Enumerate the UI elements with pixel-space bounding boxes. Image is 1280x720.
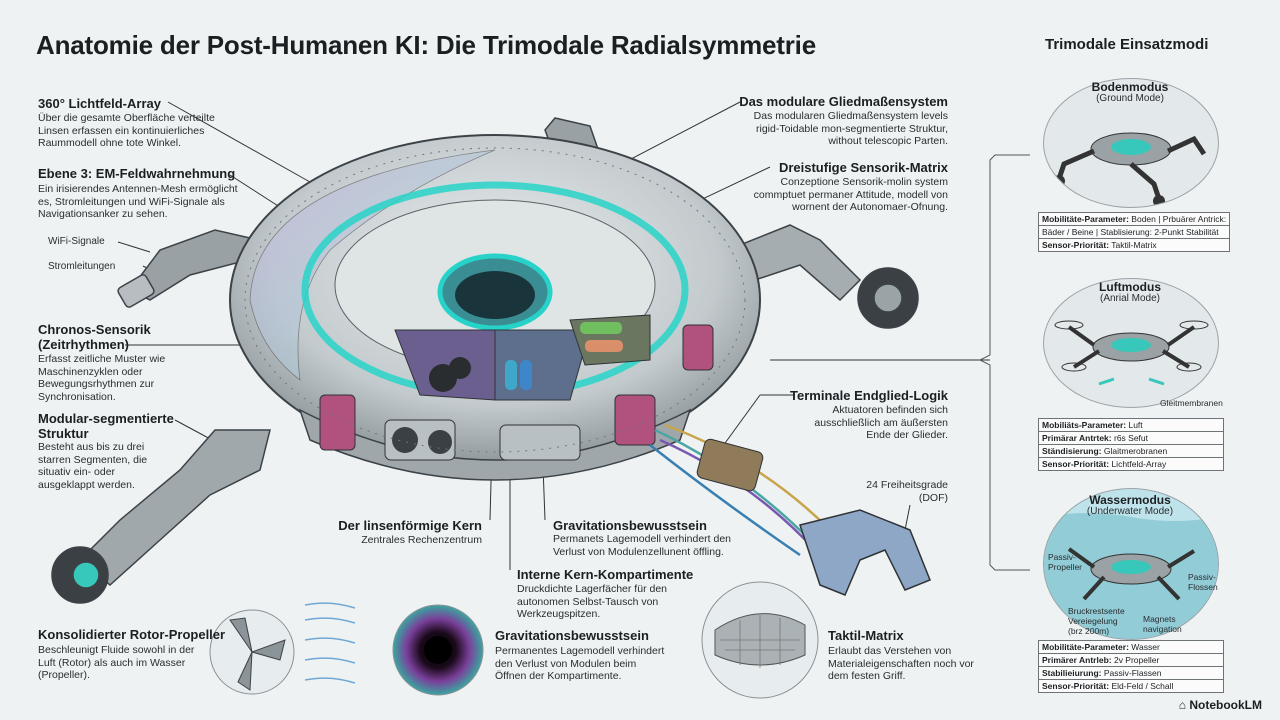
em-feld-label: Ebene 3: EM-Feldwahrnehmung	[38, 166, 236, 181]
water-mode-illustration	[1043, 488, 1219, 640]
em-feld-text: Ein irisierendes Antennen-Mesh ermöglich…	[38, 183, 238, 220]
modular-label: Modular-segmentierte Struktur	[38, 411, 174, 441]
ground-mode-sub: (Ground Mode)	[1096, 93, 1164, 104]
water-mode-sub: (Underwater Mode)	[1086, 506, 1174, 517]
rotor-label: Konsolidierter Rotor-Propeller	[38, 627, 226, 642]
panel-title: Trimodale Einsatzmodi	[1045, 36, 1209, 53]
ground-mode-table: Mobilitäte-Parameter: Boden | Prbuärer A…	[1037, 212, 1231, 252]
chronos-label: Chronos-Sensorik (Zeitrhythmen)	[38, 322, 151, 352]
water-note-flossen: Passiv-Flossen	[1188, 572, 1218, 592]
ground-mode-illustration	[1043, 78, 1219, 208]
taktil-label: Taktil-Matrix	[828, 628, 904, 643]
aerial-mode-table: Mobiliäts-Parameter: Luft Primärar Antrt…	[1038, 418, 1224, 471]
gravitation-label-1: Gravitationsbewusstsein	[553, 518, 707, 533]
ground-mode-name: Bodenmodus	[1091, 80, 1169, 94]
dof-label: 24 Freiheitsgrade(DOF)	[866, 479, 948, 504]
aerial-mode-sub: (Anrial Mode)	[1099, 293, 1161, 304]
lichtfeld-label: 360° Lichtfeld-Array	[38, 96, 161, 111]
aerial-mode-name: Luftmodus	[1099, 280, 1161, 294]
wifi-label: WiFi-Signale	[48, 236, 105, 247]
aerial-mode-illustration	[1043, 278, 1219, 408]
water-mode-name: Wassermodus	[1089, 493, 1171, 507]
kompartimente-label: Interne Kern-Kompartimente	[517, 567, 694, 582]
water-note-propeller: Passiv-Propeller	[1048, 552, 1083, 572]
kern-text: Zentrales Rechenzentrum	[361, 534, 482, 546]
strom-label: Stromleitungen	[48, 261, 116, 272]
brand-logo: ⌂ NotebookLM	[1178, 698, 1262, 712]
gravitation-label-2: Gravitationsbewusstsein	[495, 628, 649, 643]
kern-label: Der linsenförmige Kern	[338, 518, 482, 533]
page-title: Anatomie der Post-Humanen KI: Die Trimod…	[36, 30, 816, 60]
sensorik-label: Dreistufige Sensorik-Matrix	[778, 160, 948, 175]
aerial-mode-note: Gleitmembranen	[1160, 398, 1223, 408]
glied-label: Das modulare Gliedmaßensystem	[739, 94, 948, 109]
water-mode-table: Mobilitäte-Parameter: Wasser Primärer An…	[1038, 640, 1224, 693]
notebook-icon: ⌂	[1178, 698, 1190, 712]
endglied-label: Terminale Endglied-Logik	[790, 388, 948, 403]
